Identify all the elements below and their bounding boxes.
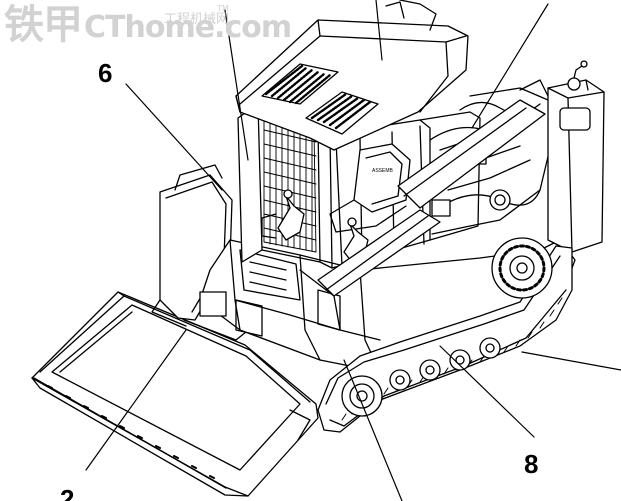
leader-line-bottom	[343, 359, 403, 501]
leader-line-top-left	[224, 9, 249, 161]
joystick-left	[261, 189, 305, 241]
watermark-latin: CThome.com	[84, 10, 292, 45]
drive-sprocket	[491, 237, 553, 299]
callout-leader-lines	[85, 0, 621, 501]
svg-text:ASSEMB: ASSEMB	[372, 168, 394, 174]
bucket	[31, 291, 319, 497]
leader-line-6	[125, 83, 223, 191]
roof-vent-left	[261, 63, 339, 105]
operator-seat: ASSEMB	[329, 143, 411, 233]
watermark-subtitle: 工程机械网	[164, 12, 230, 27]
watermark-chinese: 铁甲	[4, 2, 83, 48]
bucket-teeth	[47, 385, 215, 479]
leader-line-2	[85, 329, 187, 471]
leader-line-right	[521, 351, 621, 371]
leader-line-top-center	[375, 0, 383, 61]
front-screen-guard	[263, 117, 317, 253]
watermark-trademark: TM	[217, 4, 229, 13]
roof-vent-right	[305, 91, 379, 135]
track-assembly	[317, 237, 573, 433]
cab-roof	[235, 0, 469, 151]
leader-line-top-right	[471, 3, 549, 129]
rear-tank	[547, 60, 605, 253]
front-idler	[341, 375, 383, 417]
callout-2: 2	[60, 484, 75, 501]
leader-line-8	[439, 345, 535, 438]
callout-8: 8	[524, 449, 539, 479]
callout-6: 6	[98, 58, 113, 88]
watermark-logo: 铁甲 CThome.com 工程机械网 TM	[4, 2, 292, 48]
right-lift-arm	[299, 99, 546, 331]
